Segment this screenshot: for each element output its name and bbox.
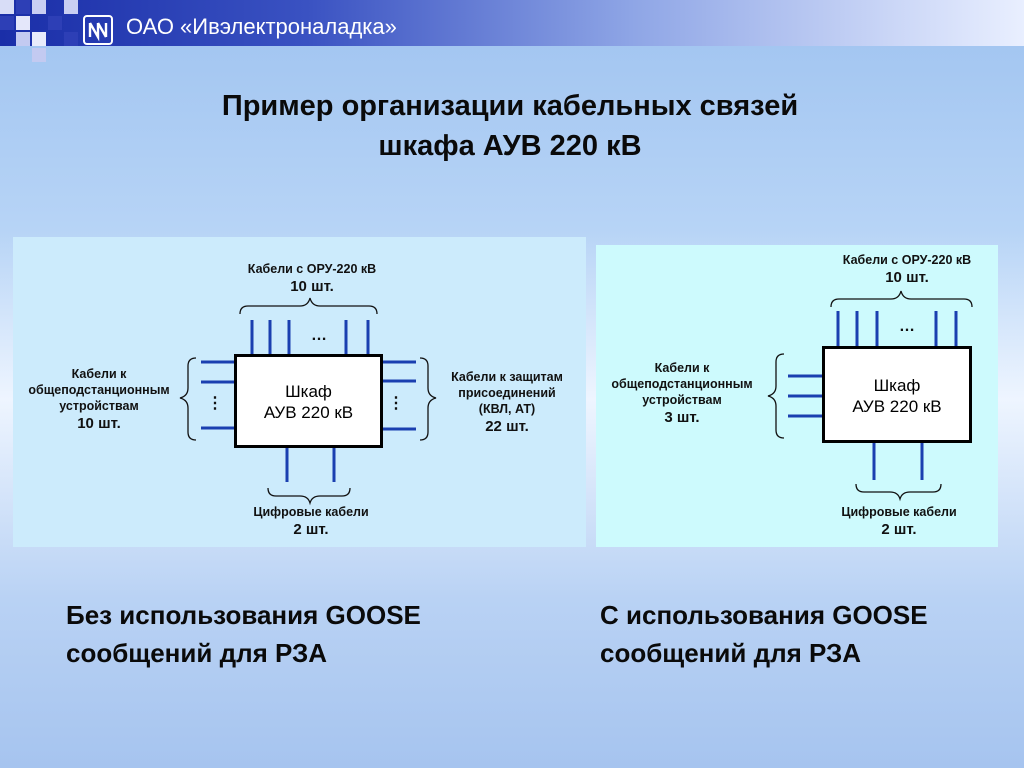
caption-with-goose-line2: сообщений для РЗА bbox=[600, 638, 862, 668]
right-left-label: Кабели к общеподстанционным устройствам … bbox=[596, 360, 768, 428]
left-left-count: 10 шт. bbox=[77, 415, 121, 432]
cabinet-box-left: Шкаф АУВ 220 кВ bbox=[234, 354, 383, 448]
cabinet-box-left-line1: Шкаф bbox=[285, 382, 332, 401]
right-left-count: 3 шт. bbox=[664, 409, 700, 426]
decor-square bbox=[32, 0, 46, 14]
right-bottom-count: 2 шт. bbox=[881, 521, 917, 538]
left-right-label-1: Кабели к защитам bbox=[451, 370, 563, 384]
right-left-label-1: Кабели к bbox=[654, 361, 710, 375]
decor-square bbox=[16, 32, 30, 46]
left-right-count: 22 шт. bbox=[485, 418, 529, 435]
slide-title: Пример организации кабельных связей шкаф… bbox=[120, 86, 900, 166]
title-line-1: Пример организации кабельных связей bbox=[221, 90, 799, 122]
decor-square bbox=[48, 16, 62, 30]
cabinet-box-right-line1: Шкаф bbox=[873, 376, 921, 395]
left-right-label-2: присоединений bbox=[458, 386, 556, 400]
left-bottom-label: Цифровые кабели 2 шт. bbox=[211, 504, 411, 540]
left-top-count: 10 шт. bbox=[290, 278, 334, 295]
decor-square bbox=[64, 32, 78, 46]
left-dots-left: ⋮ bbox=[207, 395, 223, 412]
cabinet-box-left-line2: АУВ 220 кВ bbox=[263, 403, 354, 422]
left-bottom-label-text: Цифровые кабели bbox=[253, 505, 369, 519]
caption-without-goose-line1: Без использования GOOSE bbox=[66, 600, 421, 630]
cabinet-box-right-line2: АУВ 220 кВ bbox=[852, 397, 942, 416]
caption-without-goose-line2: сообщений для РЗА bbox=[66, 638, 328, 668]
right-top-count: 10 шт. bbox=[885, 269, 929, 286]
left-dots-top: … bbox=[311, 327, 327, 344]
decor-square bbox=[64, 0, 78, 14]
right-dots-top: … bbox=[899, 318, 915, 335]
header-bar bbox=[0, 0, 1024, 46]
title-line-2: шкафа АУВ 220 кВ bbox=[378, 130, 642, 162]
right-bottom-label: Цифровые кабели 2 шт. bbox=[799, 504, 999, 540]
right-left-label-3: устройствам bbox=[642, 393, 722, 407]
left-left-label-2: общеподстанционным bbox=[28, 383, 170, 397]
decor-square bbox=[16, 16, 30, 30]
right-top-label-text: Кабели с ОРУ-220 кВ bbox=[842, 253, 972, 267]
left-right-label-3: (КВЛ, АТ) bbox=[478, 402, 536, 416]
left-dots-right: ⋮ bbox=[388, 395, 404, 412]
decor-square bbox=[32, 32, 46, 46]
left-left-label-1: Кабели к bbox=[71, 367, 127, 381]
company-name: ОАО «Ивэлектроналадка» bbox=[126, 14, 397, 39]
decor-square bbox=[32, 48, 46, 62]
cabinet-box-right: Шкаф АУВ 220 кВ bbox=[822, 346, 972, 443]
caption-without-goose: Без использования GOOSE сообщений для РЗ… bbox=[66, 596, 421, 672]
right-top-label: Кабели с ОРУ-220 кВ 10 шт. bbox=[807, 252, 1007, 288]
right-bottom-label-text: Цифровые кабели bbox=[841, 505, 957, 519]
left-top-label-text: Кабели с ОРУ-220 кВ bbox=[247, 262, 377, 276]
left-top-label: Кабели с ОРУ-220 кВ 10 шт. bbox=[212, 261, 412, 297]
left-left-label-3: устройствам bbox=[59, 399, 139, 413]
right-left-label-2: общеподстанционным bbox=[611, 377, 753, 391]
decor-square bbox=[0, 16, 14, 30]
decor-square bbox=[0, 0, 14, 14]
decor-square bbox=[16, 0, 30, 14]
caption-with-goose: С использования GOOSE сообщений для РЗА bbox=[600, 596, 928, 672]
left-bottom-count: 2 шт. bbox=[293, 521, 329, 538]
company-logo-icon bbox=[83, 15, 113, 45]
caption-with-goose-line1: С использования GOOSE bbox=[600, 600, 928, 630]
left-left-label: Кабели к общеподстанционным устройствам … bbox=[14, 366, 184, 434]
left-right-label: Кабели к защитам присоединений (КВЛ, АТ)… bbox=[432, 369, 582, 437]
